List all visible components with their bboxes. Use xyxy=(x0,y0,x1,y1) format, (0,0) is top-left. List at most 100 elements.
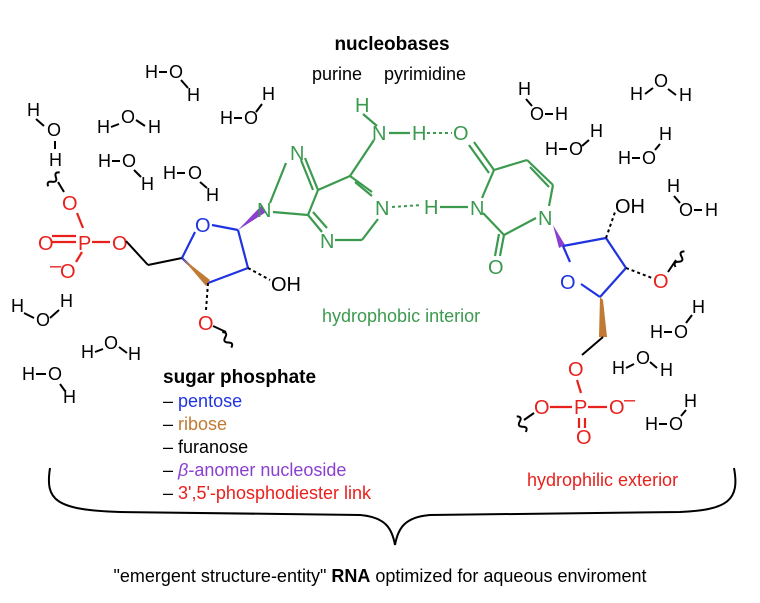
svg-text:H: H xyxy=(22,364,35,384)
bottom-caption: "emergent structure-entity" RNA optimize… xyxy=(113,566,646,586)
water-molecule: H O H xyxy=(667,176,718,220)
water-molecule: H O H xyxy=(81,333,141,364)
svg-text:H: H xyxy=(60,291,73,311)
water-molecule: H O H xyxy=(612,348,673,380)
svg-text:O: O xyxy=(48,364,62,384)
hydrophobic-interior-label: hydrophobic interior xyxy=(322,306,480,326)
svg-text:H: H xyxy=(148,117,161,137)
svg-text:O: O xyxy=(121,107,135,127)
svg-text:H: H xyxy=(141,174,154,194)
phosphate-oxygen: O xyxy=(60,261,76,283)
water-molecules: H O H H O H H O H H O H xyxy=(11,62,718,434)
svg-text:O: O xyxy=(636,348,650,368)
amino-hydrogen: H xyxy=(355,95,369,117)
water-molecule: H O H xyxy=(518,79,568,124)
negative-charge: – xyxy=(624,389,636,411)
carbonyl-oxygen: O xyxy=(453,123,469,145)
svg-text:H: H xyxy=(590,121,603,141)
svg-text:H: H xyxy=(518,79,531,99)
svg-text:O: O xyxy=(36,310,50,330)
carbonyl-oxygen: O xyxy=(488,257,504,279)
water-molecule: H O H xyxy=(545,121,603,159)
anomer-wedge xyxy=(553,225,565,248)
svg-text:H: H xyxy=(49,150,62,170)
svg-text:O: O xyxy=(569,139,583,159)
svg-text:H: H xyxy=(98,151,111,171)
hydrophilic-exterior-label: hydrophilic exterior xyxy=(527,470,678,490)
hydroxyl: OH xyxy=(271,274,301,296)
svg-text:H: H xyxy=(684,391,697,411)
water-molecule: H O H xyxy=(650,297,705,342)
right-furanose: O OH O xyxy=(553,196,685,356)
water-molecule: H O H xyxy=(27,100,62,170)
svg-text:H: H xyxy=(187,85,200,105)
svg-text:O: O xyxy=(530,104,544,124)
list-item: – furanose xyxy=(163,437,248,457)
nucleobases-heading: nucleobases xyxy=(334,34,449,55)
phosphate-oxygen: O xyxy=(38,233,54,255)
left-furanose: O OH O xyxy=(147,205,301,349)
svg-text:O: O xyxy=(642,148,656,168)
purine-nitrogen: N xyxy=(257,200,271,222)
phosphate-oxygen: O xyxy=(62,193,78,215)
water-molecule: H O H xyxy=(145,62,200,105)
svg-text:H: H xyxy=(81,342,94,362)
list-item: – ribose xyxy=(163,414,227,434)
svg-text:H: H xyxy=(145,62,158,82)
water-molecule: H O H xyxy=(630,71,692,105)
water-molecule: H O H xyxy=(220,84,275,128)
svg-text:H: H xyxy=(27,100,40,120)
phosphate-oxygen: O xyxy=(576,427,592,449)
left-phosphate: O O P O O – xyxy=(38,171,149,283)
phosphate-oxygen: O xyxy=(112,233,128,255)
water-molecule: H O H xyxy=(11,291,73,330)
svg-text:O: O xyxy=(169,62,183,82)
svg-text:H: H xyxy=(555,104,568,124)
water-molecule: H O H xyxy=(618,124,672,168)
phosphate-oxygen: O xyxy=(653,271,669,293)
glycosidic-nitrogen: N xyxy=(538,208,552,230)
svg-text:O: O xyxy=(669,414,683,434)
purine-nitrogen: N xyxy=(375,198,389,220)
water-molecule: H O H xyxy=(98,151,154,194)
hydroxyl: OH xyxy=(615,196,645,218)
svg-text:H: H xyxy=(97,117,110,137)
svg-text:H: H xyxy=(63,387,76,407)
phosphate-oxygen: O xyxy=(568,359,584,381)
svg-text:H: H xyxy=(630,84,643,104)
svg-text:H: H xyxy=(11,296,24,316)
water-molecule: H O H xyxy=(97,107,161,137)
negative-charge: – xyxy=(50,255,62,277)
svg-text:H: H xyxy=(679,85,692,105)
list-item: – pentose xyxy=(163,391,242,411)
svg-text:H: H xyxy=(660,360,673,380)
ring-oxygen: O xyxy=(560,272,576,294)
grouping-brace xyxy=(48,467,737,546)
svg-text:O: O xyxy=(654,71,668,91)
phosphorus: P xyxy=(574,397,587,419)
amino-nitrogen: N xyxy=(372,123,386,145)
phosphate-oxygen: O xyxy=(609,397,625,419)
list-item: – 3',5'-phosphodiester link xyxy=(163,483,372,503)
phosphate-oxygen: O xyxy=(198,313,214,335)
svg-text:H: H xyxy=(618,148,631,168)
svg-text:H: H xyxy=(206,185,219,205)
purine-nitrogen: N xyxy=(320,231,334,253)
svg-text:H: H xyxy=(667,176,680,196)
water-molecule: H O H xyxy=(645,391,697,434)
svg-text:H: H xyxy=(262,84,275,104)
svg-text:O: O xyxy=(47,120,61,140)
svg-text:H: H xyxy=(128,344,141,364)
ribose-wedge xyxy=(182,258,210,286)
pyrimidine-base: O H N N O xyxy=(424,123,555,279)
svg-text:O: O xyxy=(122,151,136,171)
svg-text:H: H xyxy=(163,163,176,183)
purine-nitrogen: N xyxy=(290,143,304,165)
svg-text:H: H xyxy=(545,139,558,159)
purine-label: purine xyxy=(312,64,362,84)
ribose-wedge xyxy=(599,297,607,337)
svg-text:H: H xyxy=(650,322,663,342)
water-molecule: H O H xyxy=(22,364,76,407)
